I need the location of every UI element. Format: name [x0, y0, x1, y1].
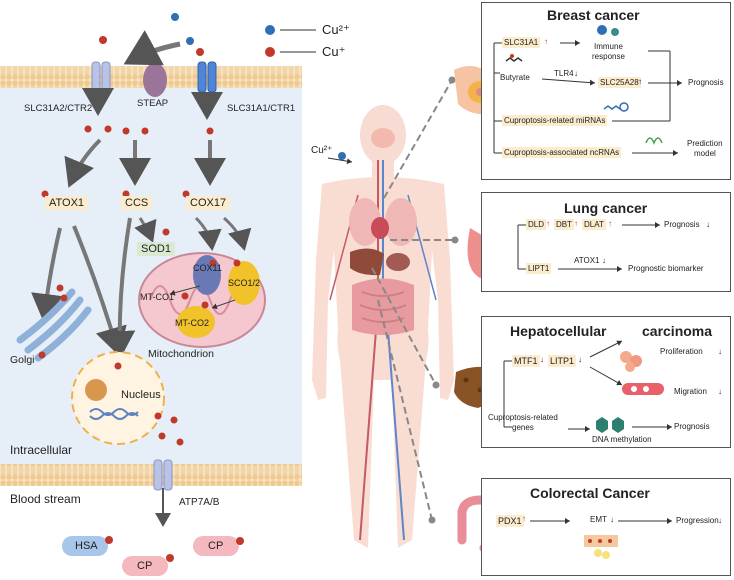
ctr1-label: SLC31A1/CTR1	[227, 103, 296, 114]
up-arrow-icon: ↑	[522, 514, 526, 523]
atox1-box: ATOX1	[45, 196, 89, 210]
mtco1-label: MT-CO1	[140, 292, 175, 302]
cu2-ion	[171, 13, 179, 21]
legend-cu1-dot	[265, 47, 275, 57]
tlr4-label: TLR4	[554, 69, 574, 78]
lung-prognosis-label: Prognosis	[664, 220, 700, 229]
cuproptosis-genes-label-2: genes	[512, 423, 534, 432]
dld-tag: DLD	[526, 219, 547, 230]
lung-cancer-panel: Lung cancer DLD ↑ DBT ↑ DLAT ↑ Prognosis…	[481, 192, 731, 292]
proliferation-label: Proliferation	[660, 347, 703, 356]
dlat-tag: DLAT	[582, 219, 606, 230]
cuproptosis-genes-label-1: Cuproptosis-related	[488, 413, 558, 422]
prediction-label-1: Prediction	[687, 139, 723, 148]
breast-cancer-title: Breast cancer	[547, 7, 640, 23]
nucleus-icon	[71, 351, 165, 445]
atp7-label: ATP7A/B	[179, 497, 220, 508]
down-arrow-icon: ↓	[610, 515, 614, 524]
intracellular-label: Intracellular	[10, 443, 73, 457]
down-arrow-icon: ↓	[574, 69, 578, 78]
ctr2-transporter-icon	[91, 61, 111, 93]
mitochondrion-label: Mitochondrion	[148, 348, 214, 360]
legend-cu2-dot	[265, 25, 275, 35]
hcc-title-2: carcinoma	[642, 323, 713, 339]
sod1-box: SOD1	[137, 242, 175, 256]
migration-label: Migration	[674, 387, 707, 396]
down-arrow-icon: ↓	[706, 220, 710, 229]
sco-label: SCO1/2	[228, 278, 261, 288]
lipt1-tag: LIPT1	[526, 263, 552, 274]
up-arrow-icon: ↑	[608, 219, 612, 228]
body-cu2-label: Cu²⁺	[311, 145, 333, 156]
mitochondrion-icon	[138, 252, 266, 348]
dbt-tag: DBT	[554, 219, 574, 230]
slc31a1-tag: SLC31A1	[502, 37, 541, 48]
immune-label-2: response	[592, 52, 625, 61]
steap-icon	[143, 63, 167, 97]
ncrna-tag: Cuproptosis-associated ncRNAs	[502, 147, 622, 158]
cox17-box: COX17	[186, 196, 231, 210]
hcc-title-1: Hepatocellular	[510, 323, 607, 339]
atp7-transporter-icon	[153, 459, 173, 491]
down-arrow-icon: ↓	[718, 387, 722, 396]
pdx1-tag: PDX1	[496, 515, 524, 527]
cp-capsule-icon	[193, 536, 239, 556]
mirna-tag: Cuproptosis-related miRNAs	[502, 115, 608, 126]
golgi-label: Golgi	[10, 354, 35, 366]
reduction-arrow	[123, 30, 181, 66]
ccs-box: CCS	[121, 196, 153, 210]
ctr1-transporter-icon	[197, 61, 217, 93]
slc25a28-tag: SLC25A28	[598, 77, 641, 88]
ctr2-label: SLC31A2/CTR2	[24, 103, 93, 114]
cp-capsule-icon	[122, 556, 168, 576]
prediction-label-2: model	[694, 149, 716, 158]
cox11-label: COX11	[193, 263, 222, 273]
hsa-label: HSA	[75, 540, 98, 552]
up-arrow-icon: ↑	[574, 219, 578, 228]
mtco2-label: MT-CO2	[175, 318, 210, 328]
down-arrow-icon: ↓	[718, 516, 722, 525]
down-arrow-icon: ↓	[578, 355, 582, 364]
human-body-icon	[312, 105, 454, 548]
up-arrow-icon: ↑	[638, 77, 642, 86]
breast-prognosis-label: Prognosis	[688, 78, 724, 87]
colorectal-cancer-panel: Colorectal Cancer PDX1 ↑ EMT ↓ Progressi…	[481, 478, 731, 576]
emt-label: EMT	[590, 515, 607, 524]
bloodstream-label: Blood stream	[10, 492, 81, 506]
dna-methylation-label: DNA methylation	[592, 435, 652, 444]
up-arrow-icon: ↑	[546, 219, 550, 228]
cp-label: CP	[137, 560, 153, 572]
lung-atox1-label: ATOX1	[574, 256, 600, 265]
steap-label: STEAP	[137, 98, 169, 109]
hcc-prognosis-label: Prognosis	[674, 422, 710, 431]
legend-cu2-label: Cu²⁺	[322, 22, 350, 37]
mtf1-tag: MTF1	[512, 355, 540, 367]
down-arrow-icon: ↓	[718, 347, 722, 356]
cell-membrane-bottom	[0, 464, 302, 486]
colorectal-cancer-title: Colorectal Cancer	[530, 485, 650, 501]
hsa-capsule-icon	[62, 536, 108, 556]
progression-label: Progression	[676, 516, 719, 525]
breast-cancer-panel: Breast cancer SLC31A1 ↑ Immune response …	[481, 2, 731, 180]
butyrate-label: Butyrate	[500, 73, 530, 82]
cu2-ion	[186, 37, 194, 45]
legend-cu1-label: Cu⁺	[322, 44, 346, 59]
down-arrow-icon: ↓	[540, 355, 544, 364]
lung-cancer-title: Lung cancer	[564, 200, 648, 216]
litp1-tag: LITP1	[548, 355, 577, 367]
cu1-ion	[196, 48, 204, 56]
cu1-ion	[99, 36, 107, 44]
biomarker-label: Prognostic biomarker	[628, 264, 704, 273]
hepatocellular-panel: Hepatocellular carcinoma MTF1 ↓ LITP1 ↓ …	[481, 316, 731, 448]
up-arrow-icon: ↑	[544, 37, 548, 46]
immune-label-1: Immune	[594, 42, 623, 51]
nucleus-label: Nucleus	[121, 389, 161, 401]
cp-label: CP	[208, 540, 224, 552]
down-arrow-icon: ↓	[602, 256, 606, 265]
